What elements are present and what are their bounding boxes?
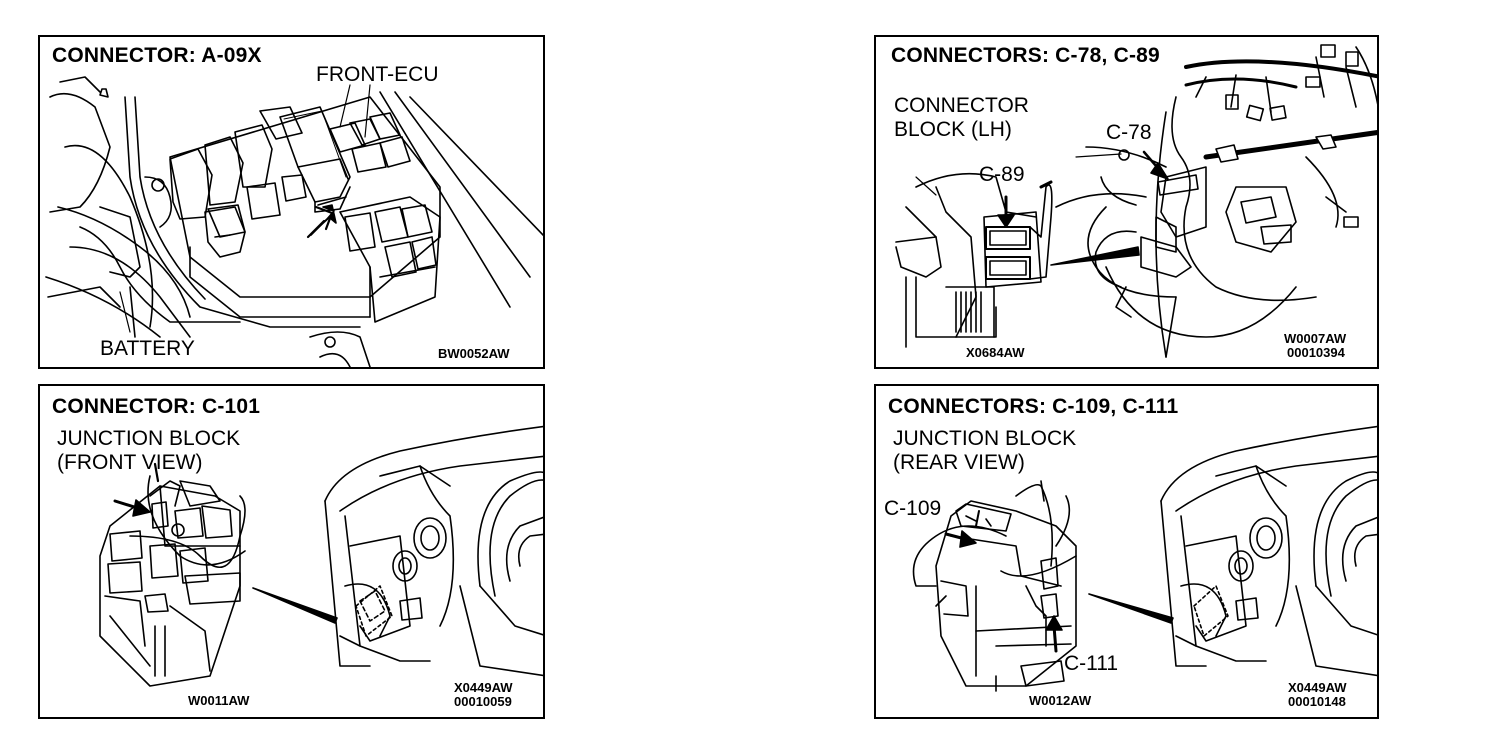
engine-bay-illustration [45, 76, 543, 367]
label-c78: C-78 [1106, 121, 1152, 144]
label-c111: C-111 [1064, 652, 1119, 675]
figure-code-right-2: 00010394 [1287, 345, 1345, 360]
panel-title: CONNECTOR: A-09X [52, 44, 262, 67]
label-junction-block-line2: (REAR VIEW) [893, 451, 1025, 474]
label-front-ecu: FRONT-ECU [316, 63, 439, 86]
figure-code-left: W0012AW [1029, 693, 1092, 708]
label-battery: BATTERY [100, 337, 195, 360]
figure-code-right-2: 00010059 [454, 694, 512, 709]
junction-block-front-illustration [99, 425, 543, 687]
label-c89: C-89 [979, 163, 1025, 186]
connector-block-illustration [895, 44, 1377, 358]
figure-code-right-1: X0449AW [1288, 680, 1347, 695]
figure-code-right-1: X0449AW [454, 680, 513, 695]
panel-connector-a09x: CONNECTOR: A-09X FRONT-ECU BATTERY BW005… [38, 35, 545, 369]
figure-code-left: W0011AW [188, 693, 250, 708]
label-connector-block-line1: CONNECTOR [894, 94, 1029, 117]
panel-title: CONNECTORS: C-78, C-89 [891, 44, 1160, 67]
figure-code-right-2: 00010148 [1288, 694, 1346, 709]
panel-connectors-c78-c89: CONNECTORS: C-78, C-89 CONNECTOR BLOCK (… [874, 35, 1379, 369]
label-junction-block-line1: JUNCTION BLOCK [57, 427, 241, 450]
panel-connector-c101: CONNECTOR: C-101 JUNCTION BLOCK (FRONT V… [38, 384, 545, 719]
label-connector-block-line2: BLOCK (LH) [894, 118, 1012, 141]
panel-title: CONNECTOR: C-101 [52, 395, 261, 418]
label-junction-block-line1: JUNCTION BLOCK [893, 427, 1077, 450]
figure-code: BW0052AW [438, 346, 510, 361]
junction-block-rear-illustration [912, 425, 1377, 692]
figure-code-left: X0684AW [966, 345, 1025, 360]
label-junction-block-line2: (FRONT VIEW) [57, 451, 203, 474]
panel-connectors-c109-c111: CONNECTORS: C-109, C-111 JUNCTION BLOCK … [874, 384, 1379, 719]
figure-code-right-1: W0007AW [1284, 331, 1347, 346]
panel-title: CONNECTORS: C-109, C-111 [888, 395, 1179, 418]
label-c109: C-109 [884, 497, 942, 520]
